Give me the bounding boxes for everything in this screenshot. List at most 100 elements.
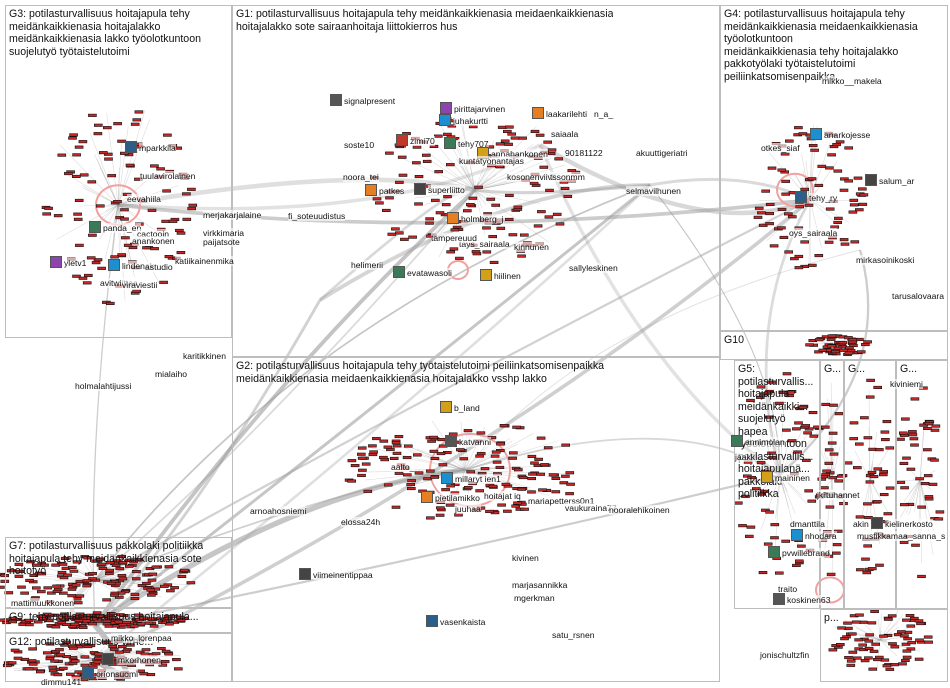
vertex-marker[interactable]	[109, 647, 119, 651]
vertex-marker[interactable]	[513, 501, 522, 505]
vertex-marker[interactable]	[381, 208, 391, 212]
vertex-marker[interactable]	[347, 459, 357, 463]
vertex-label[interactable]: tuulavirolainen	[140, 171, 196, 181]
vertex-marker[interactable]	[117, 573, 127, 578]
vertex-marker[interactable]	[13, 656, 23, 660]
vertex-marker[interactable]	[880, 430, 890, 434]
vertex-marker[interactable]	[394, 434, 404, 439]
vertex-avatar-image[interactable]	[810, 128, 822, 140]
vertex-marker[interactable]	[803, 431, 812, 435]
vertex-marker[interactable]	[83, 644, 93, 649]
vertex-marker[interactable]	[551, 490, 561, 494]
vertex-marker[interactable]	[105, 571, 114, 576]
vertex-marker[interactable]	[505, 125, 514, 129]
vertex-marker[interactable]	[468, 196, 478, 200]
vertex-marker[interactable]	[832, 143, 841, 147]
vertex-label[interactable]: mikko_lorenpaa	[111, 633, 172, 643]
vertex-marker[interactable]	[890, 645, 900, 649]
vertex-marker[interactable]	[783, 212, 793, 216]
vertex-marker[interactable]	[900, 486, 909, 490]
vertex-marker[interactable]	[160, 659, 170, 664]
vertex-avatar-image[interactable]	[50, 256, 62, 268]
vertex-marker[interactable]	[441, 488, 450, 492]
vertex-marker[interactable]	[187, 187, 196, 191]
vertex-marker[interactable]	[901, 417, 910, 421]
vertex-marker[interactable]	[45, 657, 55, 661]
vertex-marker[interactable]	[425, 221, 434, 225]
vertex-marker[interactable]	[50, 659, 59, 663]
vertex-marker[interactable]	[176, 615, 185, 619]
vertex-label[interactable]: selmavilhunen	[626, 186, 681, 196]
vertex-marker[interactable]	[414, 175, 424, 179]
vertex-marker[interactable]	[57, 153, 67, 157]
vertex-marker[interactable]	[136, 622, 146, 626]
vertex-marker[interactable]	[533, 224, 543, 228]
vertex-label[interactable]: pvwillebrand	[782, 548, 830, 558]
vertex-marker[interactable]	[864, 646, 874, 651]
vertex-avatar-image[interactable]	[125, 141, 137, 153]
vertex-marker[interactable]	[118, 561, 128, 565]
vertex-marker[interactable]	[849, 437, 859, 441]
vertex-marker[interactable]	[534, 457, 543, 461]
vertex-marker[interactable]	[488, 235, 498, 239]
vertex-label[interactable]: holmberg_j	[461, 214, 504, 224]
vertex-marker[interactable]	[82, 281, 92, 285]
vertex-marker[interactable]	[6, 569, 16, 573]
vertex-marker[interactable]	[846, 659, 856, 663]
vertex-marker[interactable]	[78, 625, 88, 630]
vertex-marker[interactable]	[62, 640, 71, 644]
vertex-marker[interactable]	[430, 475, 440, 479]
vertex-marker[interactable]	[57, 570, 67, 575]
vertex-marker[interactable]	[93, 619, 103, 623]
vertex-label[interactable]: juuhaa	[455, 504, 481, 514]
vertex-marker[interactable]	[26, 560, 35, 564]
vertex-marker[interactable]	[917, 505, 926, 509]
vertex-label[interactable]: virkkimaria	[203, 228, 245, 238]
vertex-marker[interactable]	[466, 470, 476, 474]
vertex-marker[interactable]	[87, 180, 97, 184]
vertex-marker[interactable]	[905, 613, 915, 618]
vertex-marker[interactable]	[130, 592, 140, 596]
vertex-marker[interactable]	[117, 253, 126, 257]
vertex-label[interactable]: koskinen63	[787, 595, 831, 605]
vertex-marker[interactable]	[379, 439, 389, 443]
vertex-avatar-image[interactable]	[795, 191, 807, 203]
vertex-marker[interactable]	[168, 219, 178, 223]
vertex-marker[interactable]	[513, 205, 523, 209]
vertex-marker[interactable]	[765, 212, 775, 216]
vertex-marker[interactable]	[372, 197, 382, 201]
vertex-marker[interactable]	[357, 446, 367, 450]
vertex-marker[interactable]	[82, 584, 91, 588]
vertex-marker[interactable]	[769, 244, 779, 248]
vertex-marker[interactable]	[777, 226, 786, 230]
vertex-label[interactable]: hiilinen	[494, 271, 521, 281]
vertex-marker[interactable]	[869, 649, 879, 653]
vertex-marker[interactable]	[924, 422, 934, 426]
vertex-marker[interactable]	[832, 543, 842, 547]
vertex-marker[interactable]	[868, 667, 878, 671]
vertex-avatar-image[interactable]	[89, 221, 101, 233]
vertex-marker[interactable]	[126, 643, 135, 647]
vertex-marker[interactable]	[490, 454, 500, 458]
vertex-marker[interactable]	[81, 616, 91, 620]
vertex-marker[interactable]	[406, 486, 416, 491]
vertex-marker[interactable]	[45, 642, 55, 646]
vertex-marker[interactable]	[482, 226, 491, 230]
vertex-marker[interactable]	[910, 397, 920, 401]
vertex-label[interactable]: marjasannikka	[512, 580, 568, 590]
vertex-marker[interactable]	[69, 646, 78, 650]
vertex-marker[interactable]	[544, 215, 554, 219]
vertex-marker[interactable]	[113, 122, 122, 126]
vertex-marker[interactable]	[174, 667, 183, 671]
vertex-label[interactable]: karitikkinen	[183, 351, 226, 361]
vertex-marker[interactable]	[53, 673, 63, 677]
vertex-marker[interactable]	[747, 475, 757, 480]
vertex-marker[interactable]	[882, 664, 892, 668]
vertex-marker[interactable]	[500, 139, 510, 143]
vertex-marker[interactable]	[72, 153, 81, 157]
vertex-marker[interactable]	[80, 655, 90, 659]
vertex-marker[interactable]	[883, 512, 893, 516]
vertex-marker[interactable]	[151, 565, 161, 569]
vertex-label[interactable]: akuuttigeriatri	[636, 148, 688, 158]
vertex-avatar-image[interactable]	[445, 435, 457, 447]
